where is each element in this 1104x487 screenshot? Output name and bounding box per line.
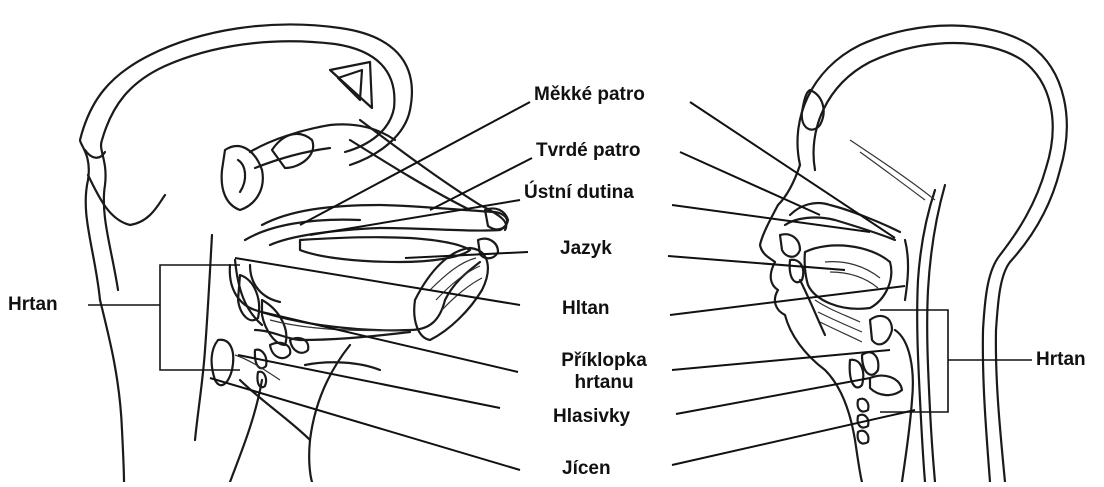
- leader-pharynx-right: [670, 286, 905, 315]
- label-epiglottis-line1: Příklopka: [546, 350, 662, 372]
- leader-vocal-cords-right: [676, 378, 870, 414]
- label-larynx-right: Hrtan: [1036, 349, 1086, 371]
- label-esophagus: Jícen: [562, 458, 611, 480]
- leader-esophagus-left: [210, 378, 520, 470]
- label-soft-palate: Měkké patro: [534, 84, 645, 106]
- leader-epiglottis-left: [262, 312, 518, 372]
- label-epiglottis-line2: hrtanu: [546, 372, 662, 394]
- label-hard-palate: Tvrdé patro: [536, 140, 641, 162]
- larynx-bracket-left: [88, 265, 240, 370]
- leader-vocal-cords-left: [238, 355, 500, 408]
- larynx-bracket-right: [880, 310, 1032, 412]
- leader-esophagus-right: [672, 410, 915, 465]
- label-epiglottis: Příklopka hrtanu: [546, 350, 662, 394]
- leader-tongue-right: [668, 256, 845, 270]
- right-head-illustration: [760, 25, 1067, 482]
- label-tongue: Jazyk: [560, 238, 612, 260]
- leader-hard-palate-left: [430, 158, 532, 210]
- label-pharynx: Hltan: [562, 298, 610, 320]
- left-head-illustration: [80, 24, 508, 482]
- label-vocal-cords: Hlasivky: [553, 406, 630, 428]
- label-larynx-left: Hrtan: [8, 294, 58, 316]
- leader-oral-cavity-right: [672, 205, 870, 232]
- label-oral-cavity: Ústní dutina: [524, 182, 634, 204]
